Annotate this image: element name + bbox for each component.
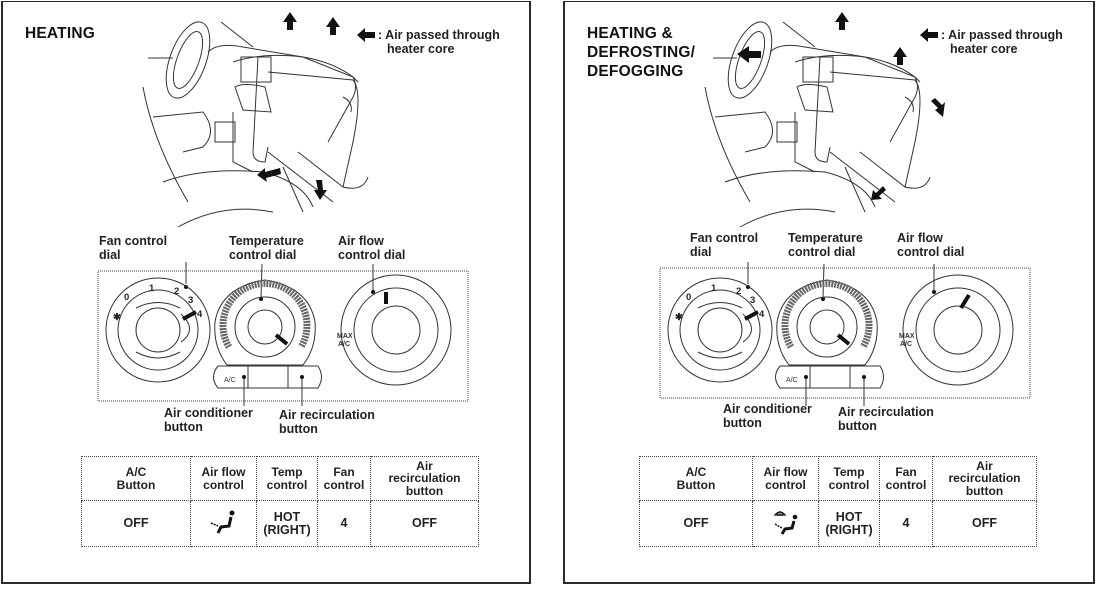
airflow-arrow-up-icon [835, 12, 849, 30]
dashboard-illustration: 0 1 2 3 4 ✱ MAX A/C A/C [659, 12, 1031, 406]
ac-button-callout: Air conditioner button [164, 406, 253, 434]
legend-text-2: heater core [387, 42, 455, 56]
black-arrow-icon [920, 28, 938, 42]
fan-mark: 0 [124, 292, 129, 303]
value-airflow [190, 500, 257, 547]
title-line: DEFROSTING/ [587, 44, 696, 61]
fan-icon: ✱ [113, 312, 122, 323]
airflow-dial-callout: Air flow control dial [897, 231, 965, 259]
recirc-button-callout: Air recirculation button [279, 408, 375, 436]
floor-vent-icon [210, 510, 234, 534]
max-ac-label: MAX [337, 333, 353, 340]
airflow-dial-callout: Air flow control dial [338, 234, 406, 262]
temp-dial-callout: Temperature control dial [788, 231, 863, 259]
fan-mark: 2 [736, 286, 741, 297]
control-panel [659, 267, 1031, 399]
value-airflow [752, 500, 819, 547]
recirc-button-callout: Air recirculation button [838, 405, 934, 433]
airflow-control-dial [340, 274, 452, 386]
value-fan: 4 [317, 500, 371, 547]
temp-dial-callout: Temperature control dial [229, 234, 304, 262]
value-fan: 4 [879, 500, 933, 547]
max-ac-label: MAX [899, 333, 915, 340]
fan-dial-callout: Fan control dial [99, 234, 168, 262]
airflow-arrow-up-icon [283, 12, 297, 30]
steering-wheel [727, 21, 773, 99]
fan-mark: 2 [174, 286, 179, 297]
airflow-arrow-floor-icon [257, 168, 281, 182]
airflow-arrow-floor-icon [871, 186, 886, 200]
airflow-arrows [737, 12, 945, 200]
title-line: DEFOGGING [587, 63, 684, 80]
fan-mark: 4 [759, 309, 765, 320]
temperature-control-dial [776, 279, 878, 366]
value-ac: OFF [639, 500, 753, 547]
ac-button-label: A/C [224, 377, 236, 384]
fan-mark: 0 [686, 292, 691, 303]
max-ac-label: A/C [338, 341, 350, 348]
fan-mark: 3 [750, 295, 755, 306]
heating-defrosting-panel: HEATING & DEFROSTING/ DEFOGGING : Air pa… [563, 1, 1095, 584]
airflow-arrows [257, 12, 340, 200]
fan-icon: ✱ [675, 312, 684, 323]
airflow-arrow-side-vent-icon [931, 98, 945, 117]
heating-panel: HEATING : Air passed through heater core [1, 1, 531, 584]
title-line: HEATING [25, 25, 95, 42]
fan-mark: 3 [188, 295, 193, 306]
airflow-arrow-up-icon [326, 17, 340, 35]
fan-mark: 4 [197, 309, 203, 320]
button-bar [775, 365, 884, 389]
max-ac-label: A/C [900, 341, 912, 348]
fan-control-dial [667, 277, 773, 383]
control-panel [97, 270, 469, 402]
steering-wheel [165, 21, 211, 99]
defrost-floor-vent-icon [773, 511, 797, 536]
airflow-control-dial [902, 274, 1014, 386]
fan-dial-marks: 0 1 2 3 4 ✱ [113, 283, 203, 323]
legend-text-2: heater core [950, 42, 1018, 56]
legend-text: : Air passed through [378, 28, 500, 42]
ac-button-label: A/C [786, 377, 798, 384]
title-line: HEATING & [587, 25, 673, 42]
button-bar [213, 365, 322, 389]
temperature-control-dial [214, 279, 316, 366]
fan-mark: 1 [711, 283, 717, 294]
fan-dial-marks: 0 1 2 3 4 ✱ [675, 283, 765, 323]
legend-text: : Air passed through [941, 28, 1063, 42]
value-ac: OFF [81, 500, 191, 547]
panel-title: HEATING & DEFROSTING/ DEFOGGING [587, 24, 695, 81]
fan-dial-callout: Fan control dial [690, 231, 759, 259]
airflow-arrow-side-icon [737, 46, 761, 63]
panel-title: HEATING [25, 24, 95, 43]
dashboard-illustration: 0 1 2 3 4 ✱ MAX A/C [97, 12, 469, 406]
value-temp: HOT(RIGHT) [818, 500, 880, 547]
value-temp: HOT(RIGHT) [256, 500, 318, 547]
ac-button-callout: Air conditioner button [723, 402, 812, 430]
airflow-arrow-up-icon [893, 47, 907, 65]
black-arrow-icon [357, 28, 375, 42]
airflow-arrow-floor-icon [314, 180, 327, 200]
value-recirc: OFF [370, 500, 479, 547]
fan-mark: 1 [149, 283, 155, 294]
value-recirc: OFF [932, 500, 1037, 547]
fan-control-dial [105, 277, 211, 383]
